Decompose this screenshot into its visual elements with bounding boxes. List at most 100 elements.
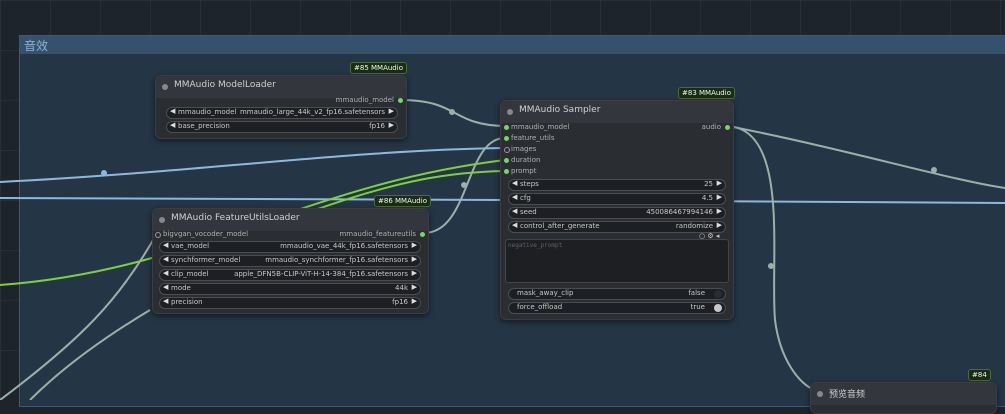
input-label: feature_utils	[511, 134, 555, 142]
input-label: mmaudio_model	[511, 123, 570, 131]
arrow-right-icon[interactable]: ▶	[388, 121, 394, 129]
collapse-dot-icon[interactable]	[817, 391, 823, 397]
node-title-bar[interactable]: MMAudio ModelLoader	[156, 76, 406, 98]
collapse-dot-icon[interactable]	[162, 84, 168, 90]
widget-steps[interactable]: ◀ steps 25 ▶	[508, 179, 726, 191]
arrow-right-icon[interactable]: ▶	[716, 207, 722, 215]
arrow-left-icon[interactable]: ◀	[512, 207, 518, 215]
widget-mode[interactable]: ◀ mode 44k ▶	[159, 283, 421, 295]
toggle-value: false	[688, 289, 705, 297]
node-badge: #86 MMAudio	[374, 195, 431, 207]
node-title-bar[interactable]: MMAudio Sampler	[501, 101, 733, 123]
widget-cfg[interactable]: ◀ cfg 4.5 ▶	[508, 193, 726, 205]
wire-prompt-2	[314, 170, 506, 211]
output-label: mmaudio_model	[335, 96, 394, 104]
widget-precision[interactable]: ◀ precision fp16 ▶	[159, 297, 421, 309]
toggle-knob[interactable]	[714, 290, 722, 298]
arrow-right-icon[interactable]: ▶	[716, 221, 722, 229]
widget-value: mmaudio_synchformer_fp16.safetensors	[265, 256, 408, 264]
node-title: MMAudio FeatureUtilsLoader	[171, 213, 300, 223]
widget-clip-model[interactable]: ◀ clip_model apple_DFN5B-CLIP-ViT-H-14-3…	[159, 269, 421, 281]
node-preview-audio[interactable]: 预览音频	[810, 382, 997, 414]
widget-value: 450086467994146	[646, 208, 713, 216]
reroute-dot	[461, 182, 467, 188]
input-pin[interactable]	[504, 125, 509, 130]
arrow-right-icon[interactable]: ▶	[716, 179, 722, 187]
widget-synchformer-model[interactable]: ◀ synchformer_model mmaudio_synchformer_…	[159, 255, 421, 267]
node-title: MMAudio ModelLoader	[174, 80, 276, 90]
arrow-left-icon[interactable]: ◀	[512, 193, 518, 201]
output-pin[interactable]	[398, 98, 403, 103]
arrow-right-icon[interactable]: ▶	[411, 241, 417, 249]
arrow-left-icon[interactable]: ◀	[163, 283, 169, 291]
arrow-right-icon[interactable]: ▶	[411, 283, 417, 291]
group-header[interactable]: 音效	[20, 36, 1005, 54]
wire-lower-left	[29, 309, 151, 400]
toggle-mask-away-clip[interactable]: mask_away_clip false	[508, 288, 726, 300]
toggle-force-offload[interactable]: force_offload true	[508, 302, 726, 314]
arrow-right-icon[interactable]: ▶	[411, 269, 417, 277]
arrow-right-icon[interactable]: ▶	[411, 255, 417, 263]
toggle-label: force_offload	[517, 303, 563, 311]
input-pin[interactable]	[504, 136, 509, 141]
widget-seed[interactable]: ◀ seed 450086467994146 ▶	[508, 207, 726, 219]
widget-label: clip_model	[171, 270, 209, 278]
input-pin[interactable]	[155, 232, 161, 238]
widget-base-precision[interactable]: ◀ base_precision fp16 ▶	[166, 121, 398, 133]
arrow-right-icon[interactable]: ▶	[716, 193, 722, 201]
widget-value: apple_DFN5B-CLIP-ViT-H-14-384_fp16.safet…	[234, 270, 408, 278]
widget-value: fp16	[392, 298, 408, 306]
collapse-dot-icon[interactable]	[159, 217, 165, 223]
reroute-dot	[101, 170, 107, 176]
widget-mmaudio-model[interactable]: ◀ mmaudio_model mmaudio_large_44k_v2_fp1…	[166, 107, 398, 119]
node-badge: #83 MMAudio	[678, 87, 735, 99]
widget-control-after-generate[interactable]: ◀ control_after_generate randomize ▶	[508, 221, 726, 233]
widget-value: 4.5	[701, 194, 713, 202]
toggle-knob[interactable]	[714, 304, 722, 312]
arrow-left-icon[interactable]: ◀	[163, 255, 169, 263]
widget-label: precision	[171, 298, 203, 306]
negative-prompt-textarea[interactable]: negative_prompt	[505, 239, 729, 283]
widget-label: base_precision	[178, 122, 230, 130]
text-options-icon[interactable]: ○ ⚙ ◂	[699, 232, 720, 240]
widget-vae-model[interactable]: ◀ vae_model mmaudio_vae_44k_fp16.safeten…	[159, 241, 421, 253]
input-label: images	[511, 145, 537, 153]
node-featureutilsloader[interactable]: MMAudio FeatureUtilsLoader bigvgan_vocod…	[152, 208, 429, 314]
output-label: mmaudio_featureutils	[339, 230, 416, 238]
arrow-right-icon[interactable]: ▶	[388, 107, 394, 115]
widget-label: control_after_generate	[520, 222, 600, 230]
arrow-left-icon[interactable]: ◀	[163, 297, 169, 305]
node-title: 预览音频	[829, 390, 866, 400]
arrow-left-icon[interactable]: ◀	[170, 121, 176, 129]
collapse-dot-icon[interactable]	[507, 109, 513, 115]
arrow-left-icon[interactable]: ◀	[512, 179, 518, 187]
node-badge: #85 MMAudio	[350, 62, 407, 74]
node-title-bar[interactable]: 预览音频	[811, 383, 996, 405]
arrow-left-icon[interactable]: ◀	[512, 221, 518, 229]
arrow-left-icon[interactable]: ◀	[163, 241, 169, 249]
output-pin[interactable]	[420, 232, 425, 237]
output-pin[interactable]	[725, 125, 730, 130]
node-badge: #84	[968, 369, 991, 381]
input-label: bigvgan_vocoder_model	[163, 230, 249, 238]
arrow-right-icon[interactable]: ▶	[411, 297, 417, 305]
node-title-bar[interactable]: MMAudio FeatureUtilsLoader	[153, 209, 428, 231]
toggle-label: mask_away_clip	[517, 289, 574, 297]
arrow-left-icon[interactable]: ◀	[163, 269, 169, 277]
widget-label: synchformer_model	[171, 256, 241, 264]
reroute-dot	[449, 109, 455, 115]
wire-images	[0, 147, 506, 183]
widget-value: fp16	[369, 122, 385, 130]
node-modelloader[interactable]: MMAudio ModelLoader mmaudio_model ◀ mmau…	[155, 75, 407, 139]
input-pin[interactable]	[504, 169, 509, 174]
input-pin[interactable]	[504, 158, 509, 163]
widget-value: mmaudio_vae_44k_fp16.safetensors	[280, 242, 408, 250]
widget-label: seed	[520, 208, 537, 216]
input-label: duration	[511, 156, 541, 164]
arrow-left-icon[interactable]: ◀	[170, 107, 176, 115]
input-pin[interactable]	[504, 147, 510, 153]
reroute-dot	[931, 167, 937, 173]
widget-value: 44k	[395, 284, 408, 292]
input-label: prompt	[511, 167, 537, 175]
node-sampler[interactable]: MMAudio Sampler mmaudio_model feature_ut…	[500, 100, 734, 320]
